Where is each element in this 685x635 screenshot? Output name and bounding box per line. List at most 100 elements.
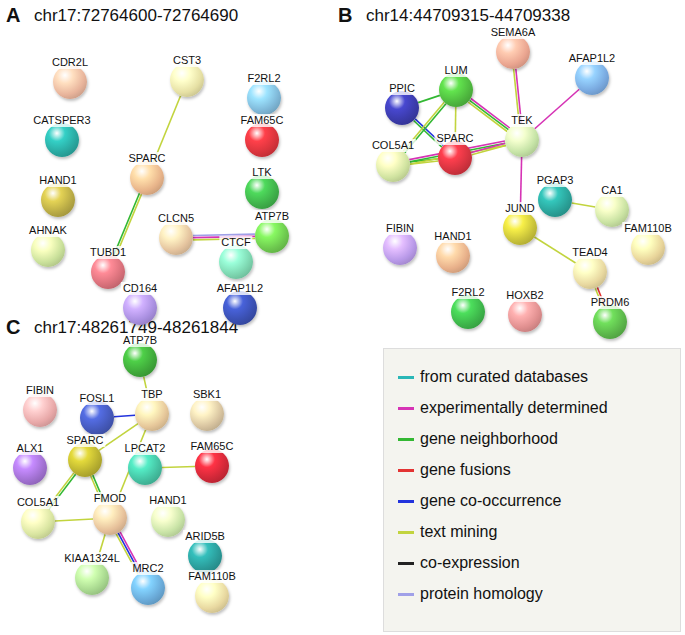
protein-node: LPCAT2 <box>128 451 162 485</box>
protein-node: HAND1 <box>41 183 75 217</box>
evidence-line <box>468 102 507 131</box>
protein-node: SPARC <box>438 141 472 175</box>
protein-node: COL5A1 <box>21 505 55 539</box>
protein-node: FMOD <box>93 501 127 535</box>
protein-node: FIBIN <box>383 231 417 265</box>
legend-text: gene co-occurrence <box>420 492 561 510</box>
evidence-line <box>55 519 93 521</box>
protein-node: TEAD4 <box>573 255 607 289</box>
legend-text: protein homology <box>420 585 543 603</box>
evidence-line <box>471 99 510 128</box>
gene-name: PGAP3 <box>535 174 576 187</box>
legend-entry: text mining <box>398 523 497 541</box>
gene-name: TBP <box>139 388 164 401</box>
evidence-line <box>162 466 195 469</box>
gene-name: LTK <box>250 166 273 179</box>
protein-node: CD164 <box>123 291 157 325</box>
gene-name: CDR2L <box>50 56 90 69</box>
gene-name: PPIC <box>387 82 417 95</box>
gene-name: COL5A1 <box>15 496 61 509</box>
evidence-line <box>471 143 505 152</box>
legend-text: text mining <box>420 523 497 541</box>
legend-text: from curated databases <box>420 368 588 386</box>
protein-node: SPARC <box>68 443 102 477</box>
gene-name: CTCF <box>219 236 252 249</box>
protein-node: AFAP1L2 <box>575 61 609 95</box>
gene-name: HAND1 <box>147 494 188 507</box>
gene-name: FAM65C <box>189 440 236 453</box>
protein-node: HAND1 <box>151 503 185 537</box>
gene-name: HAND1 <box>37 174 78 187</box>
panel-letter: B <box>338 4 352 27</box>
gene-name: AFAP1L2 <box>215 282 265 295</box>
legend-entry: protein homology <box>398 585 543 603</box>
gene-name: SBK1 <box>191 388 223 401</box>
evidence-line <box>470 100 509 129</box>
legend-line-sample <box>398 376 414 379</box>
gene-name: ATP7B <box>253 210 291 223</box>
gene-name: TUBD1 <box>88 246 128 259</box>
protein-node: MRC2 <box>131 571 165 605</box>
gene-name: ARID5B <box>183 530 227 543</box>
protein-node: PRDM6 <box>593 305 627 339</box>
evidence-line <box>572 203 596 207</box>
protein-node: FAM110B <box>631 231 665 265</box>
protein-node: SBK1 <box>190 397 224 431</box>
legend-text: gene fusions <box>420 461 511 479</box>
protein-node: SPARC <box>130 161 164 195</box>
legend-entry: experimentally determined <box>398 399 608 417</box>
protein-node: FIBIN <box>23 393 57 427</box>
gene-name: FAM110B <box>186 570 238 583</box>
interaction-edge <box>471 143 506 154</box>
legend-entry: gene neighborhood <box>398 430 558 448</box>
protein-node: LTK <box>245 175 279 209</box>
legend-entry: from curated databases <box>398 368 588 386</box>
interaction-edge <box>468 99 510 132</box>
protein-node: FOSL1 <box>80 401 114 435</box>
protein-node: PPIC <box>385 91 419 125</box>
legend-line-sample <box>398 407 414 410</box>
gene-name: LUM <box>442 64 469 77</box>
gene-name: PRDM6 <box>589 296 632 309</box>
gene-name: HOXB2 <box>504 289 545 302</box>
region-title: chr14:44709315-44709338 <box>366 6 570 26</box>
protein-node: CST3 <box>170 63 204 97</box>
protein-node: FAM65C <box>245 123 279 157</box>
legend-line-sample <box>398 562 414 565</box>
evidence-line <box>535 89 580 128</box>
legend-entry: co-expression <box>398 554 520 572</box>
protein-node: FAM65C <box>195 449 229 483</box>
interaction-edge <box>535 89 580 128</box>
panel-letter: C <box>6 316 20 339</box>
gene-name: FAM65C <box>239 114 286 127</box>
protein-node: KIAA1324L <box>75 561 109 595</box>
protein-node: PGAP3 <box>538 183 572 217</box>
gene-name: SPARC <box>64 434 105 447</box>
protein-node: ALX1 <box>13 451 47 485</box>
legend-text: experimentally determined <box>420 399 608 417</box>
gene-name: ALX1 <box>15 442 46 455</box>
protein-node: TEK <box>505 123 539 157</box>
gene-name: MRC2 <box>130 562 165 575</box>
protein-node: ATP7B <box>123 343 157 377</box>
legend-line-sample <box>398 469 414 472</box>
gene-name: F2RL2 <box>245 72 282 85</box>
protein-node: CATSPER3 <box>45 123 79 157</box>
protein-node: COL5A1 <box>376 148 410 182</box>
gene-name: FIBIN <box>24 384 56 397</box>
evidence-line <box>472 145 506 154</box>
gene-name: AFAP1L2 <box>567 52 617 65</box>
protein-node: CTCF <box>219 245 253 279</box>
protein-node: SEMA6A <box>496 35 530 69</box>
protein-node: AFAP1L2 <box>223 291 257 325</box>
legend-line-sample <box>398 500 414 503</box>
protein-node: HOXB2 <box>508 298 542 332</box>
evidence-line <box>114 415 135 417</box>
protein-node: AHNAK <box>31 233 65 267</box>
interaction-edge <box>162 466 195 468</box>
protein-node: ARID5B <box>188 539 222 573</box>
gene-name: TEAD4 <box>570 246 609 259</box>
gene-name: FAM110B <box>622 222 674 235</box>
